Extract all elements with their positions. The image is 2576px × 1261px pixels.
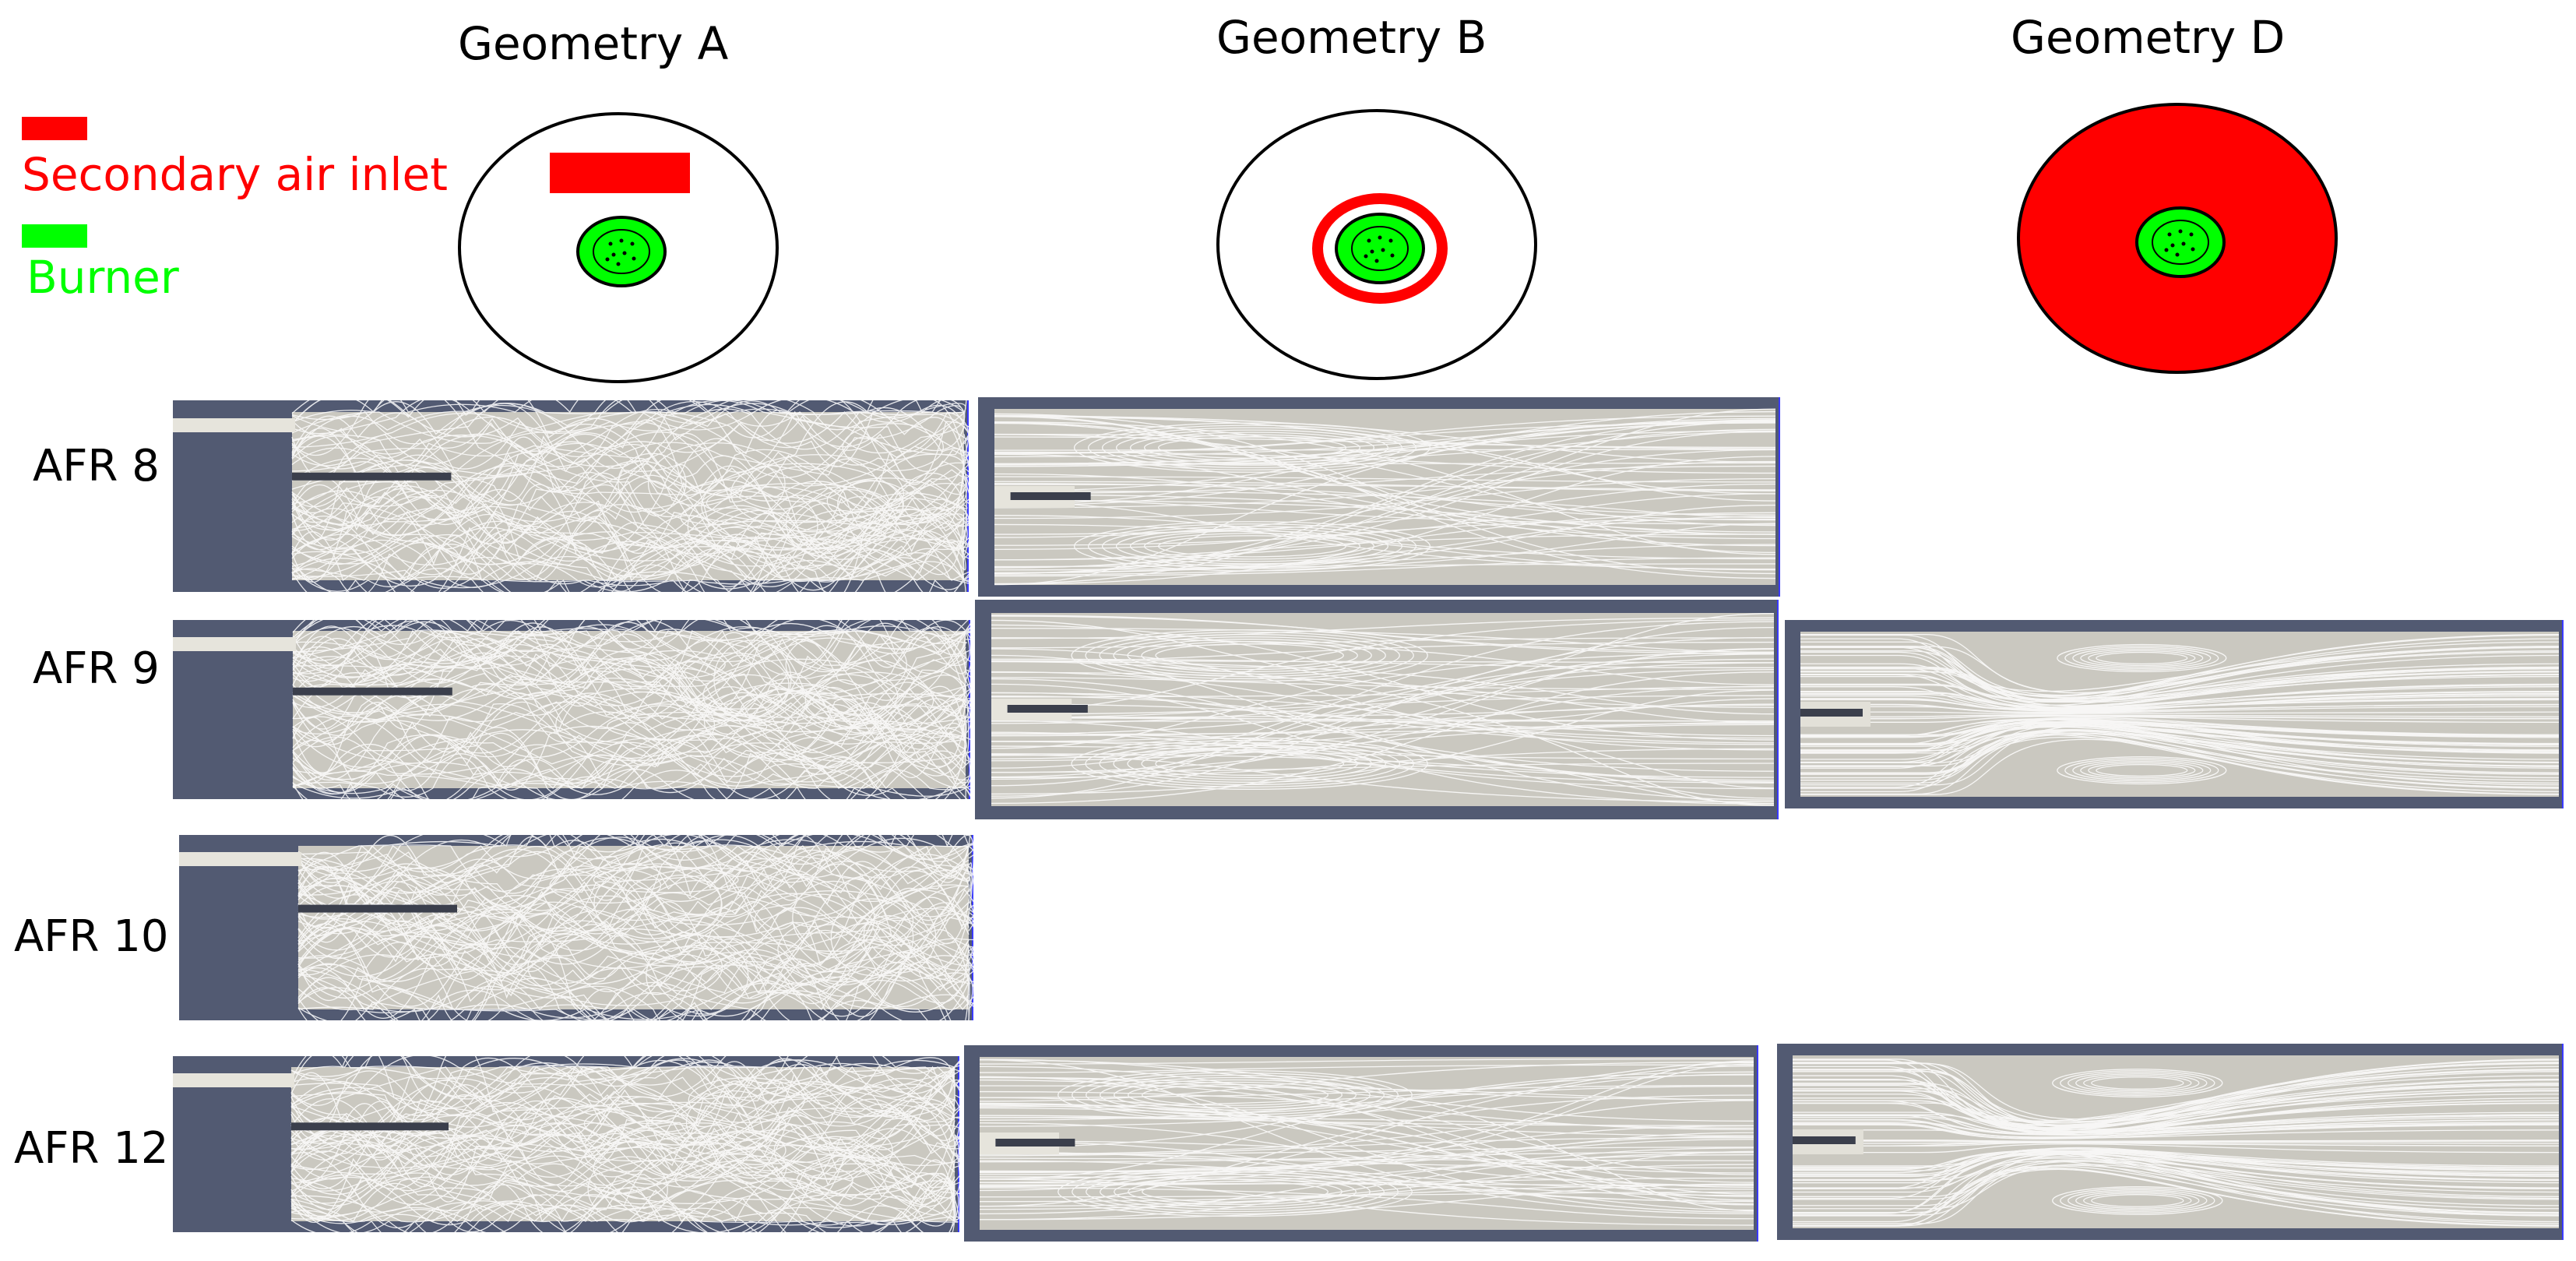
burner-lance bbox=[1010, 492, 1091, 500]
legend-burner-label: Burner bbox=[26, 251, 179, 304]
streamlines bbox=[991, 613, 1775, 807]
row-label-afr-8: AFR 8 bbox=[33, 441, 160, 491]
streamline-panel-b-afr8 bbox=[978, 397, 1780, 597]
streamline-panel-a-afr9 bbox=[173, 597, 990, 817]
inlet-pipe bbox=[173, 418, 295, 432]
row-label-afr-12: AFR 12 bbox=[14, 1123, 169, 1174]
legend-burner-swatch bbox=[22, 224, 87, 248]
fluid-domain bbox=[991, 613, 1774, 806]
streamlines bbox=[1793, 1058, 2560, 1227]
streamlines bbox=[292, 597, 990, 817]
burner-lance bbox=[995, 1139, 1075, 1147]
burner-lance bbox=[291, 1122, 449, 1131]
streamline-panel-d-afr12 bbox=[1777, 1044, 2564, 1240]
geometry-b-cross-section bbox=[1216, 109, 1537, 380]
row-label-afr-9: AFR 9 bbox=[33, 643, 160, 694]
burner-icon bbox=[1335, 213, 1425, 284]
secondary-air-inlet-rect bbox=[550, 153, 690, 193]
streamlines bbox=[297, 809, 992, 1044]
streamline-panel-a-afr8 bbox=[173, 375, 991, 618]
streamline-panel-b-afr12 bbox=[964, 1045, 1758, 1242]
streamlines bbox=[290, 1034, 977, 1252]
burner-lance bbox=[298, 904, 457, 913]
streamline-panel-a-afr12 bbox=[173, 1034, 977, 1252]
streamline-panel-b-afr9 bbox=[975, 600, 1779, 819]
burner-lance bbox=[1007, 705, 1088, 713]
legend-secondary-air-label: Secondary air inlet bbox=[22, 148, 448, 201]
burner-lance bbox=[293, 687, 452, 696]
geometry-d-title: Geometry D bbox=[2011, 11, 2286, 64]
fluid-domain bbox=[1800, 632, 2559, 797]
inlet-pipe bbox=[173, 1073, 294, 1087]
streamlines bbox=[291, 375, 991, 618]
geometry-a-title: Geometry A bbox=[458, 17, 729, 70]
burner-icon bbox=[2135, 206, 2226, 278]
geometry-d-cross-section bbox=[2017, 103, 2338, 374]
streamlines bbox=[979, 1058, 1754, 1226]
streamline-panel-d-afr9 bbox=[1785, 620, 2564, 808]
burner-lance bbox=[1800, 709, 1863, 717]
row-label-afr-10: AFR 10 bbox=[14, 911, 169, 962]
burner-lance bbox=[292, 472, 452, 481]
streamline-panel-a-afr10 bbox=[179, 809, 992, 1044]
streamlines bbox=[1800, 634, 2560, 795]
legend-secondary-air-swatch bbox=[22, 117, 87, 140]
burner-icon bbox=[576, 216, 667, 287]
inlet-pipe bbox=[179, 852, 301, 866]
geometry-b-title: Geometry B bbox=[1216, 11, 1487, 64]
burner-lance bbox=[1793, 1136, 1856, 1144]
inlet-pipe bbox=[173, 637, 296, 651]
streamlines bbox=[994, 408, 1776, 586]
geometry-a-cross-section bbox=[458, 112, 779, 383]
secondary-air-ring bbox=[1312, 193, 1448, 304]
